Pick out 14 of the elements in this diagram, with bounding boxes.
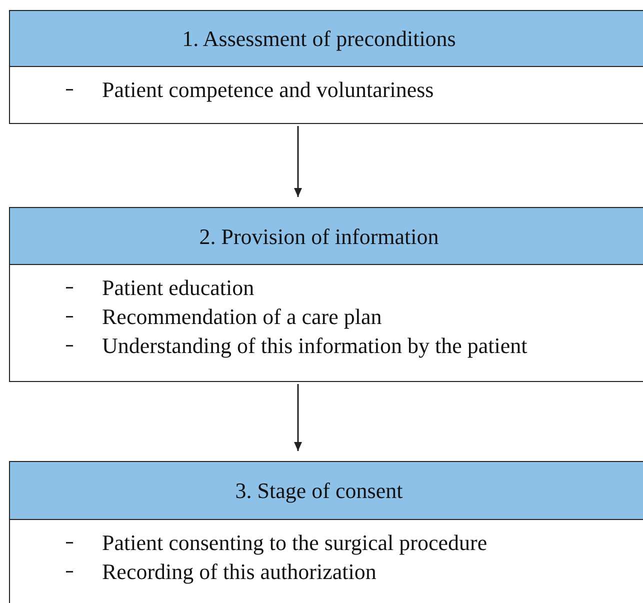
list-item: Recommendation of a care plan [102,306,382,328]
list-item: Patient consenting to the surgical procedure [102,532,488,554]
stage-box [9,461,643,603]
list-item: Patient competence and voluntariness [102,78,434,100]
stage-heading: 2. Provision of information [10,208,643,265]
stage-box [9,207,643,382]
stage-heading: 3. Stage of consent [10,462,643,520]
arrow [294,126,302,197]
stage-heading: 1. Assessment of preconditions [10,11,643,67]
list-item: Patient education [102,276,254,298]
list-item: Recording of this authorization [102,560,376,582]
list-item: Understanding of this information by the patient [102,334,528,356]
arrow [294,384,302,451]
stage-box [9,10,643,124]
